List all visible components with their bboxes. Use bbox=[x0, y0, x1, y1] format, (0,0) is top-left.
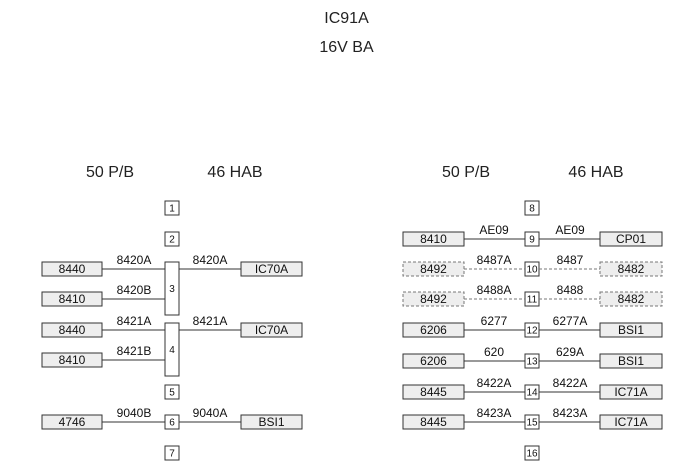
wire-label-629A: 629A bbox=[556, 345, 584, 359]
wire-label-8420B: 8420B bbox=[117, 283, 152, 297]
right-dest-BSI1-label: BSI1 bbox=[258, 415, 284, 429]
wire-label-AE09: AE09 bbox=[479, 223, 509, 237]
pin-4 bbox=[164, 322, 180, 377]
right-dest-BSI1-box bbox=[599, 322, 663, 338]
right-dest-BSI1-label: BSI1 bbox=[618, 323, 644, 337]
right-dest-IC70A-box bbox=[240, 261, 303, 277]
wire-label-8421A: 8421A bbox=[193, 314, 228, 328]
left-source-8410-label: 8410 bbox=[420, 232, 447, 246]
right-dest-8482-box bbox=[599, 291, 663, 307]
right-dest-CP01-box bbox=[599, 231, 663, 247]
pin-7 bbox=[164, 445, 180, 461]
pin-2-label: 2 bbox=[169, 235, 175, 246]
wire-label-AE09: AE09 bbox=[555, 223, 585, 237]
right-dest-IC71A-label: IC71A bbox=[614, 415, 647, 429]
wire-label-8488A: 8488A bbox=[477, 283, 512, 297]
right-dest-CP01-label: CP01 bbox=[616, 232, 646, 246]
right-dest-IC71A-label: IC71A bbox=[614, 385, 647, 399]
right-dest-BSI1-box bbox=[599, 353, 663, 369]
pin-16 bbox=[524, 445, 540, 461]
left-source-8410-label: 8410 bbox=[59, 353, 86, 367]
left-source-8440-label: 8440 bbox=[59, 323, 86, 337]
wire-label-8423A: 8423A bbox=[477, 406, 512, 420]
left-source-8492-label: 8492 bbox=[420, 262, 447, 276]
pin-6-label: 6 bbox=[169, 418, 175, 429]
wire-label-8420A: 8420A bbox=[193, 253, 228, 267]
right-dest-IC70A-label: IC70A bbox=[255, 323, 288, 337]
pin-5 bbox=[164, 384, 180, 400]
wire-label-6277A: 6277A bbox=[553, 314, 588, 328]
pin-3-label: 3 bbox=[169, 284, 175, 295]
left-source-6206-label: 6206 bbox=[420, 354, 447, 368]
pin-11-label: 11 bbox=[527, 295, 538, 306]
right-dest-IC71A-box bbox=[599, 414, 663, 430]
pin-9-label: 9 bbox=[529, 235, 535, 246]
wire-label-8420A: 8420A bbox=[117, 253, 152, 267]
pin-3 bbox=[164, 261, 180, 316]
wire-label-620: 620 bbox=[484, 345, 504, 359]
pin-15-label: 15 bbox=[526, 418, 538, 429]
left-source-8445-label: 8445 bbox=[420, 415, 447, 429]
left-source-8445-label: 8445 bbox=[420, 385, 447, 399]
pin-1 bbox=[164, 200, 180, 216]
left-source-6206-label: 6206 bbox=[420, 323, 447, 337]
connector-right-header: 46 HAB bbox=[568, 164, 623, 181]
pin-5-label: 5 bbox=[169, 388, 175, 399]
right-dest-8482-label: 8482 bbox=[618, 292, 645, 306]
wire-label-8487: 8487 bbox=[557, 253, 584, 267]
left-source-8410-label: 8410 bbox=[59, 292, 86, 306]
pin-2 bbox=[164, 231, 180, 247]
wire-label-8422A: 8422A bbox=[553, 376, 588, 390]
pin-4-label: 4 bbox=[169, 345, 175, 356]
right-dest-BSI1-box bbox=[240, 414, 303, 430]
right-dest-IC70A-label: IC70A bbox=[255, 262, 288, 276]
wire-label-8488: 8488 bbox=[557, 283, 584, 297]
wire-label-8487A: 8487A bbox=[477, 253, 512, 267]
right-dest-8482-label: 8482 bbox=[618, 262, 645, 276]
diagram-title: IC91A bbox=[324, 10, 369, 27]
pin-12-label: 12 bbox=[526, 326, 538, 337]
pin-13-label: 13 bbox=[526, 357, 538, 368]
wire-label-9040B: 9040B bbox=[117, 406, 152, 420]
connector-left-header: 50 P/B bbox=[86, 164, 134, 181]
wire-label-6277: 6277 bbox=[481, 314, 508, 328]
connector-left-header: 50 P/B bbox=[442, 164, 490, 181]
pin-10-label: 10 bbox=[526, 265, 538, 276]
pin-14-label: 14 bbox=[526, 388, 538, 399]
wire-label-8423A: 8423A bbox=[553, 406, 588, 420]
diagram-subtitle: 16V BA bbox=[319, 39, 374, 56]
left-source-4746-label: 4746 bbox=[59, 415, 86, 429]
pin-8-label: 8 bbox=[529, 204, 535, 215]
left-source-8492-label: 8492 bbox=[420, 292, 447, 306]
wire-label-8422A: 8422A bbox=[477, 376, 512, 390]
wire-label-8421A: 8421A bbox=[117, 314, 152, 328]
right-dest-8482-box bbox=[599, 261, 663, 277]
left-source-8440-label: 8440 bbox=[59, 262, 86, 276]
pin-7-label: 7 bbox=[169, 449, 175, 460]
right-dest-IC71A-box bbox=[599, 384, 663, 400]
wire-label-8421B: 8421B bbox=[117, 344, 152, 358]
pin-1-label: 1 bbox=[169, 204, 175, 215]
pin-8 bbox=[524, 200, 540, 216]
pin-16-label: 16 bbox=[526, 449, 538, 460]
connector-right-header: 46 HAB bbox=[207, 164, 262, 181]
right-dest-BSI1-label: BSI1 bbox=[618, 354, 644, 368]
wire-label-9040A: 9040A bbox=[193, 406, 228, 420]
right-dest-IC70A-box bbox=[240, 322, 303, 338]
